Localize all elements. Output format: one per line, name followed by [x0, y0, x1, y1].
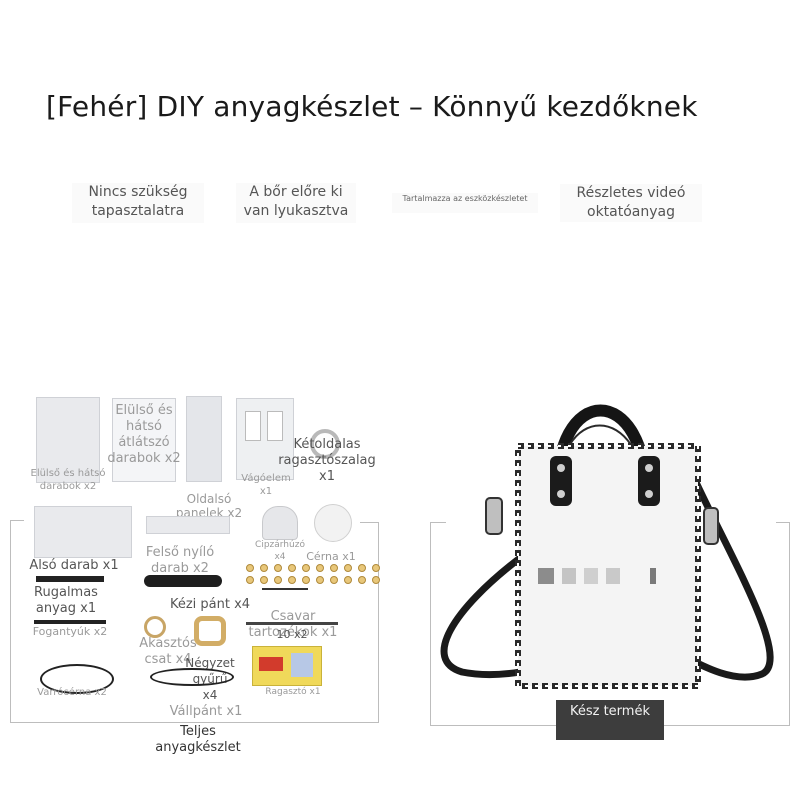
feature-no-experience: Nincs szükség tapasztalatra [72, 183, 204, 223]
feature-pre-punched: A bőr előre ki van lyukasztva [236, 183, 356, 223]
product-bracket-left [430, 522, 431, 726]
hook-icon [144, 616, 166, 638]
handles-leather-label: Fogantyúk x2 [32, 625, 108, 638]
transparent-panel-image [112, 398, 176, 482]
elastic-strip-image [36, 576, 104, 582]
rivet-count-label: 10 x2 [276, 628, 308, 641]
finished-product-badge: Kész termék [556, 700, 664, 740]
glue-tube-icon [252, 646, 322, 686]
feature-tool-kit: Tartalmazza az eszközkészletet [392, 193, 538, 213]
kit-bracket-left [10, 520, 379, 722]
screwdriver-image [262, 588, 308, 590]
ring-icon [310, 429, 340, 459]
side-panel-image [186, 396, 222, 482]
rivet-row-bottom [246, 576, 380, 584]
thread-spool-icon [314, 504, 352, 542]
handle-strap-image [144, 575, 222, 587]
square-ring-icon [194, 616, 226, 646]
top-opening-image [146, 516, 230, 534]
rivet-row-top [246, 564, 380, 572]
rivet-holder-label: Csavar tartozékok x1 [248, 609, 338, 640]
bottom-panel-image [34, 506, 132, 558]
feature-video-tutorial: Részletes videó oktatóanyag [560, 184, 702, 222]
front-back-panels-label: Elülső és hátsó darabok x2 [30, 468, 106, 492]
glue-label: Ragasztó x1 [265, 687, 321, 697]
product-bracket-tick [430, 522, 446, 523]
cutting-template-image [236, 398, 294, 480]
page-title: [Fehér] DIY anyagkészlet – Könnyű kezdők… [46, 90, 698, 123]
bottom-label: Alsó darab x1 [29, 558, 119, 573]
kit-bracket-tick [360, 522, 378, 523]
handle-label: Kézi pánt x4 [169, 597, 251, 612]
sewing-thread-label: Varrócérna x2 [37, 687, 107, 698]
top-opening-label: Felső nyíló darab x2 [145, 545, 215, 576]
double-tape-label: Kétoldalas ragasztószalag x1 [278, 437, 376, 484]
bag-icon [440, 404, 774, 689]
product-bracket-right [789, 522, 790, 726]
rivet-tool-image [246, 622, 338, 625]
zipper-puller-image [262, 506, 298, 540]
kit-bracket-tick [10, 520, 24, 521]
thread-label: Cérna x1 [306, 550, 356, 563]
kit-bracket-right [378, 522, 379, 722]
shoulder-strap-image [150, 668, 234, 686]
elastic-label: Rugalmas anyag x1 [34, 585, 98, 616]
product-bracket-tick [776, 522, 790, 523]
shoulder-strap-label: Vállpánt x1 [169, 704, 243, 719]
zipper-puller-label: Cipzárhúzó x4 [255, 540, 305, 562]
handles-leather-image [34, 620, 106, 624]
front-back-transparent-label: Elülső és hátsó átlátszó darabok x2 [107, 403, 181, 466]
hook-label: Akasztós csat x4 [139, 636, 197, 667]
kit-bracket-bottom [10, 722, 379, 723]
front-back-panel-image [36, 397, 100, 483]
full-kit-label: Teljes anyagkészlet [155, 724, 241, 755]
cutting-iron-label: Vágóelem x1 [241, 473, 291, 497]
sewing-thread-image [40, 664, 114, 694]
